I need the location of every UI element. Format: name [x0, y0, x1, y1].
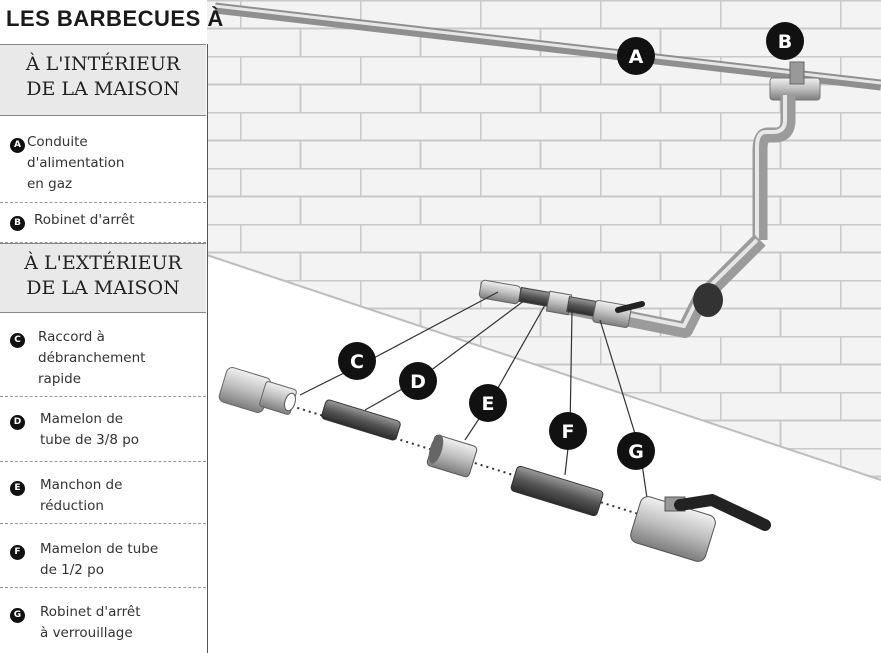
legend-item-label: Robinet d'arrêt à verrouillage: [40, 604, 141, 641]
part-e-reducer: [426, 434, 478, 478]
badge-d: D: [10, 415, 25, 430]
callout-b: B: [766, 22, 804, 60]
legend-item-f: F Mamelon de tube de 1/2 po: [0, 524, 206, 588]
svg-text:F: F: [562, 421, 575, 443]
legend-item-a: A Conduite d'alimentation en gaz: [0, 117, 206, 203]
legend-item-label: Mamelon de tube de 3/8 po: [40, 411, 140, 448]
badge-f: F: [10, 545, 25, 560]
badge-g: G: [10, 608, 25, 623]
svg-text:D: D: [410, 371, 426, 393]
legend-item-g: G Robinet d'arrêt à verrouillage: [0, 588, 206, 653]
svg-text:A: A: [629, 46, 644, 68]
part-f-nipple-1-2: [510, 465, 604, 517]
assembled-fittings: [478, 279, 645, 328]
callout-d: D: [399, 362, 437, 400]
legend-item-d: D Mamelon de tube de 3/8 po: [0, 397, 206, 462]
legend-panel: À L'INTÉRIEUR DE LA MAISON A Conduite d'…: [0, 44, 208, 653]
part-g-lock-valve: [630, 494, 771, 562]
heading-line: À L'EXTÉRIEUR: [24, 252, 182, 274]
page-title: LES BARBECUES À: [6, 6, 224, 31]
svg-text:G: G: [628, 441, 644, 463]
badge-a: A: [10, 138, 25, 153]
heading-line: DE LA MAISON: [26, 78, 180, 100]
legend-item-label: Manchon de réduction: [40, 477, 123, 514]
legend-item-label: Conduite d'alimentation en gaz: [27, 134, 125, 192]
legend-item-label: Robinet d'arrêt: [34, 212, 135, 228]
part-d-nipple-3-8: [321, 399, 401, 441]
legend-heading-inside: À L'INTÉRIEUR DE LA MAISON: [0, 44, 206, 116]
svg-text:B: B: [778, 31, 792, 53]
brick-wall: [207, 0, 881, 480]
part-c-quick-disconnect: [218, 367, 297, 415]
badge-b: B: [10, 216, 25, 231]
legend-item-label: Raccord à débranchement rapide: [38, 329, 146, 387]
badge-c: C: [10, 333, 25, 348]
callout-e: E: [469, 384, 507, 422]
legend-item-e: E Manchon de réduction: [0, 462, 206, 524]
legend-item-b: B Robinet d'arrêt: [0, 203, 206, 243]
heading-line: DE LA MAISON: [26, 277, 180, 299]
legend-item-c: C Raccord à débranchement rapide: [0, 313, 206, 397]
legend-item-label: Mamelon de tube de 1/2 po: [40, 541, 159, 578]
legend-heading-outside: À L'EXTÉRIEUR DE LA MAISON: [0, 243, 206, 313]
callout-c: C: [338, 342, 376, 380]
callout-a: A: [617, 37, 655, 75]
badge-e: E: [10, 481, 25, 496]
heading-line: À L'INTÉRIEUR: [25, 53, 181, 75]
callout-f: F: [549, 412, 587, 450]
callout-g: G: [617, 432, 655, 470]
svg-text:C: C: [350, 351, 364, 373]
svg-text:E: E: [482, 393, 495, 415]
